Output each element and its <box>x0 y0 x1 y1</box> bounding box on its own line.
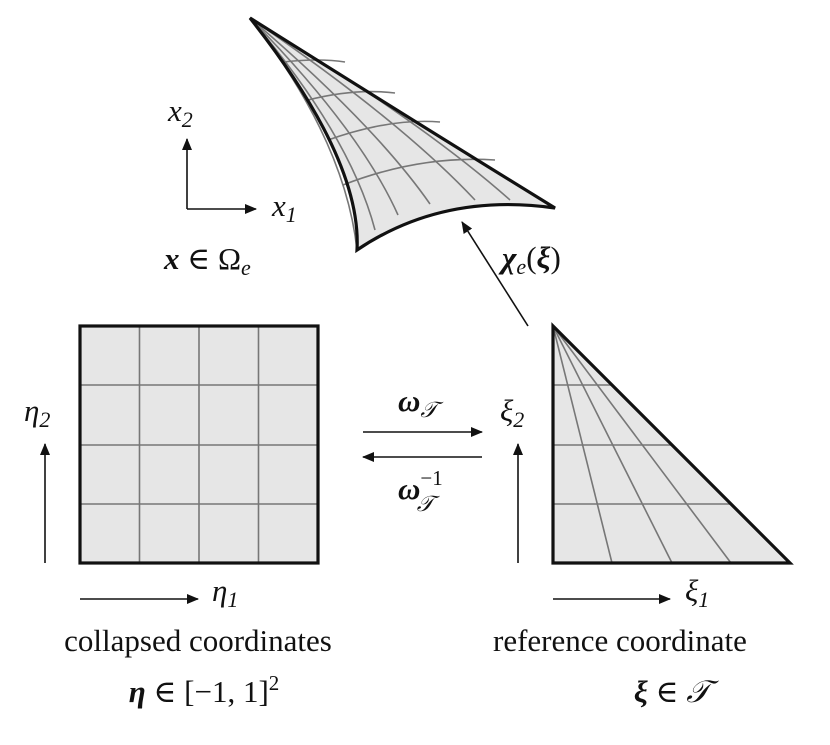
physical-element-fill <box>250 18 555 250</box>
collapsed-square-outline <box>78 324 320 565</box>
physical-grid-transverse <box>327 120 441 141</box>
physical-element-outline <box>248 16 556 254</box>
triangle-grid-radial <box>552 325 732 564</box>
reference-caption: reference coordinate <box>493 623 747 658</box>
physical-set-label: x ∈ Ωe <box>163 241 251 280</box>
collapsed-set-label: η ∈ [−1, 1]2 <box>129 671 280 709</box>
reference-triangle <box>551 322 794 565</box>
physical-grid-transverse <box>307 90 396 101</box>
reference-triangle-grid <box>552 325 732 564</box>
x2-axis-label: x2 <box>167 93 193 132</box>
chi-mapping: χe(ξ) <box>461 221 561 327</box>
collapsed-square-grid <box>80 326 318 563</box>
collapsed-caption: collapsed coordinates <box>64 623 332 658</box>
eta1-axis-label: η1 <box>212 573 238 612</box>
collapsed-square <box>78 324 320 565</box>
triangle-grid-radial <box>552 325 673 564</box>
reference-set-label: ξ ∈ 𝒯 <box>634 674 719 709</box>
physical-grid-radial <box>249 17 476 201</box>
triangle-grid-radial <box>552 325 613 564</box>
omega-forward-label: ω𝒯 <box>398 383 444 422</box>
xi1-axis-label: ξ1 <box>685 573 709 612</box>
physical-grid-radial <box>249 17 431 205</box>
xi2-axis-label: ξ2 <box>500 393 524 432</box>
chi-mapping-arrow <box>461 221 529 327</box>
chi-mapping-label: χe(ξ) <box>498 240 561 279</box>
reference-triangle-outline <box>551 322 794 565</box>
physical-element <box>248 16 556 254</box>
eta2-axis-label: η2 <box>24 393 50 432</box>
x1-axis-label: x1 <box>271 188 297 227</box>
collapsed-axes: η2 η1 <box>24 393 238 612</box>
physical-grid-radial <box>249 17 399 216</box>
physical-axes: x2 x1 x ∈ Ωe <box>163 93 297 280</box>
reference-axes: ξ2 ξ1 <box>500 393 709 612</box>
